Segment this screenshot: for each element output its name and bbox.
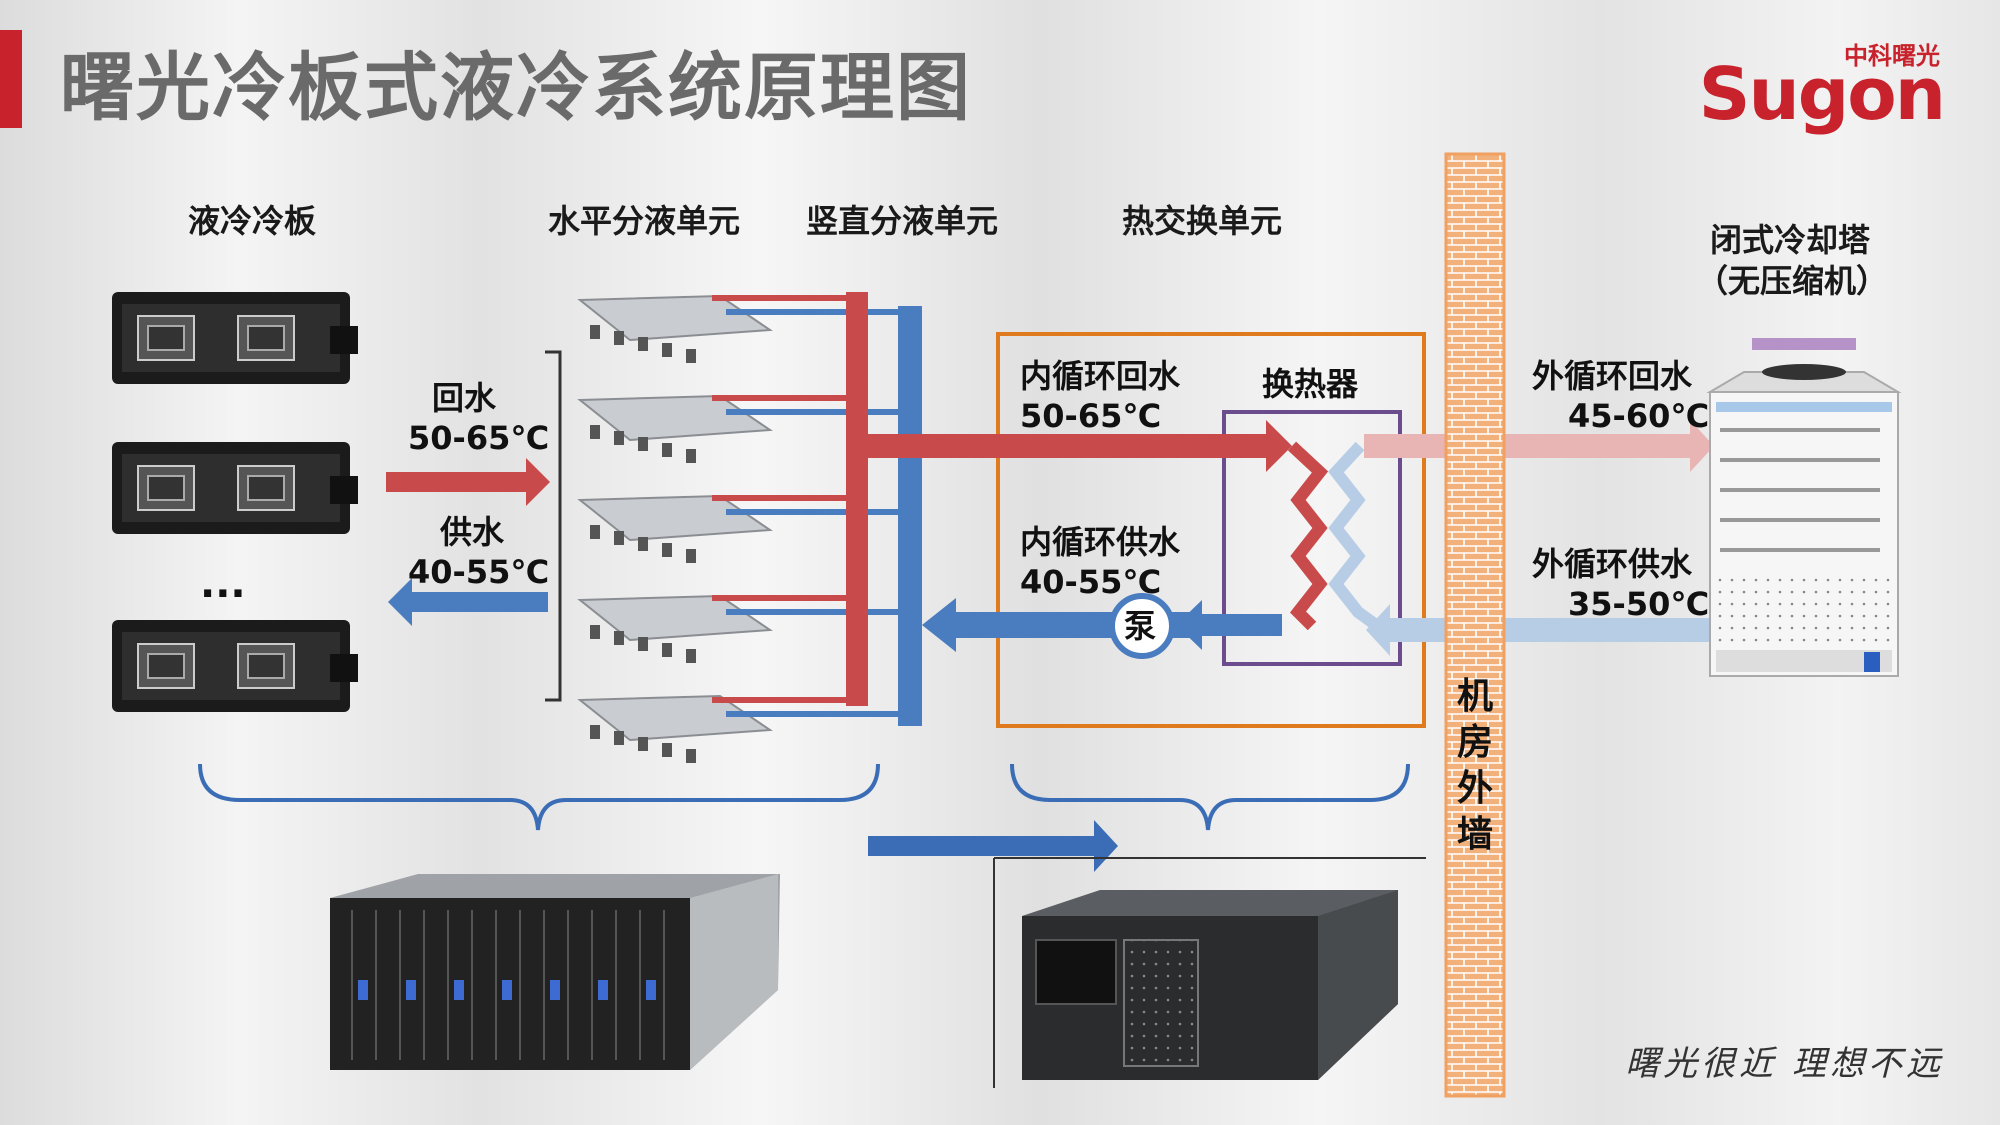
title-accent-bar [0, 30, 22, 128]
header-no-compressor: （无压缩机） [1696, 262, 1889, 300]
brace-left [198, 763, 880, 831]
return-temp: 50-65℃ [408, 419, 550, 457]
cooling-tower [1706, 338, 1902, 677]
more-modules-ellipsis: ... [200, 561, 246, 607]
inner-return-label: 内循环回水 [1020, 357, 1181, 395]
supply-label: 供水 [440, 513, 505, 551]
heat-exchanger-frame [1222, 410, 1402, 666]
slogan: 曙光很近 理想不远 [1625, 1044, 1944, 1084]
header-cold-plate: 液冷冷板 [188, 202, 317, 240]
outer-return-label: 外循环回水 [1532, 357, 1693, 395]
outer-supply-label: 外循环供水 [1532, 545, 1693, 583]
outer-supply-arrow [1366, 604, 1714, 656]
logo-cn-text: 中科曙光 [1844, 42, 1940, 70]
header-heat-exchange-unit: 热交换单元 [1122, 202, 1283, 240]
pump-icon [1109, 593, 1175, 659]
vertical-return-riser [846, 292, 868, 706]
return-label: 回水 [432, 379, 497, 417]
inner-supply-label: 内循环供水 [1020, 523, 1181, 561]
pump-label: 泵 [1124, 607, 1157, 645]
cold-plate-module-1 [112, 292, 358, 384]
machine-room-wall [1444, 152, 1506, 1098]
horizontal-manifolds [577, 294, 773, 742]
outer-supply-temp: 35-50℃ [1568, 585, 1710, 623]
cdu-chassis [1022, 890, 1398, 1080]
header-cooling-tower: 闭式冷却塔 [1710, 221, 1871, 259]
header-horizontal-unit: 水平分液单元 [548, 202, 741, 240]
cold-plate-module-2 [112, 442, 358, 534]
supply-arrow [388, 578, 548, 626]
heat-exchanger-label: 换热器 [1262, 365, 1359, 403]
cold-zigzag [1328, 441, 1384, 633]
manifold-connectors [590, 325, 696, 763]
blade-server-chassis [330, 874, 780, 1070]
heat-exchange-unit-frame [996, 332, 1426, 728]
outer-return-temp: 45-60℃ [1568, 397, 1710, 435]
wall-label: 机房外墙 [1456, 676, 1493, 855]
branch-pipes-hot [712, 295, 858, 703]
inner-return-arrow [868, 420, 1292, 472]
outer-return-arrow [1364, 420, 1714, 472]
inner-supply-arrow [1176, 600, 1282, 650]
brace-right [1010, 763, 1410, 831]
vertical-supply-riser [898, 306, 922, 726]
lower-flow-arrow [868, 820, 1118, 872]
branch-pipes-cold [726, 309, 908, 717]
manifold-bracket [545, 350, 562, 702]
supply-temp: 40-55℃ [408, 553, 550, 591]
lower-divider [993, 857, 1426, 1088]
header-vertical-unit: 竖直分液单元 [806, 202, 999, 240]
hot-zigzag [1287, 441, 1329, 631]
inner-return-temp: 50-65℃ [1020, 397, 1162, 435]
cold-plate-module-3 [112, 620, 358, 712]
inner-supply-temp: 40-55℃ [1020, 563, 1162, 601]
page-title: 曙光冷板式液冷系统原理图 [60, 45, 972, 131]
return-arrow [386, 458, 550, 506]
sugon-logo: Sugon [1698, 52, 1946, 136]
